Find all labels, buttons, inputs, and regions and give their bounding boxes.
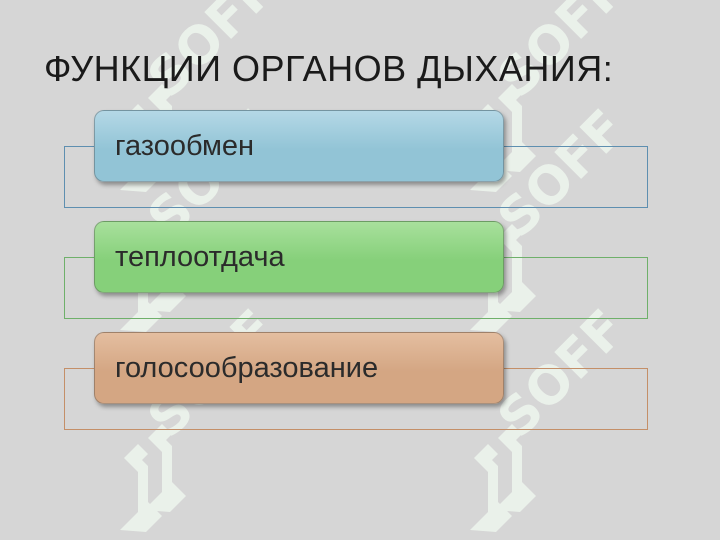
- item-label-gas-exchange: газообмен: [115, 129, 255, 162]
- item-heat-transfer: теплоотдача: [94, 221, 504, 293]
- watermark-logo-icon: [470, 424, 536, 532]
- item-voice-production: голосообразование: [94, 332, 504, 404]
- page-title: ФУНКЦИИ ОРГАНОВ ДЫХАНИЯ:: [44, 48, 614, 89]
- item-label-voice-production: голосообразование: [115, 351, 379, 384]
- watermark-logo-icon: [120, 424, 186, 532]
- item-label-heat-transfer: теплоотдача: [115, 240, 285, 273]
- item-gas-exchange: газообмен: [94, 110, 504, 182]
